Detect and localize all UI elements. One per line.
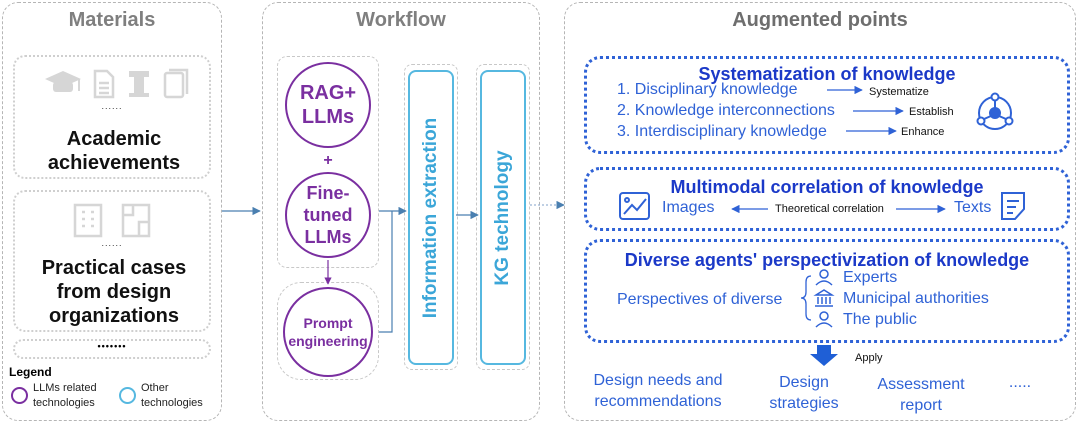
theoretical-correlation-label: Theoretical correlation — [775, 203, 884, 215]
practical-more-dots: ...... — [101, 238, 123, 248]
the-public-label: The public — [843, 311, 917, 328]
municipal-authorities-label: Municipal authorities — [843, 290, 989, 307]
design-strategies-output: Design strategies — [769, 374, 839, 412]
fine-tuned-llms-label: Fine-tuned LLMs — [303, 183, 353, 247]
podium-icon — [129, 71, 149, 97]
files-icon — [163, 68, 189, 99]
diverse-agents-box: Diverse agents' perspectivization of kno… — [584, 239, 1070, 343]
document-icon — [93, 69, 115, 99]
floor-plan-icon — [121, 203, 151, 238]
interdisciplinary-knowledge-item: 3. Interdisciplinary knowledge — [617, 123, 827, 140]
experts-label: Experts — [843, 269, 898, 286]
rag-llms-node: RAG+ LLMs — [285, 62, 371, 148]
plus-sign: + — [323, 152, 333, 169]
legend-other-swatch — [119, 387, 136, 404]
materials-panel: Materials ...... — [2, 2, 222, 421]
knowledge-interconnections-item: 2. Knowledge interconnections — [617, 102, 835, 119]
multimodal-box: Multimodal correlation of knowledge — [584, 167, 1070, 231]
texts-label: Texts — [954, 199, 992, 216]
fine-tuned-llms-node: Fine-tuned LLMs — [285, 172, 371, 258]
more-outputs-dots: ..... — [1008, 374, 1032, 391]
systematize-action: Systematize — [869, 86, 929, 98]
legend-other-label: Other technologies — [141, 382, 203, 409]
materials-title: Materials — [68, 9, 156, 31]
kg-technology-label: KG technology — [492, 149, 513, 286]
academic-achievements-label: Academic achievements — [47, 128, 181, 174]
workflow-title: Workflow — [356, 9, 446, 31]
graduation-cap-icon — [45, 71, 81, 92]
enhance-action: Enhance — [901, 126, 945, 138]
diverse-agents-title: Diverse agents' perspectivization of kno… — [624, 250, 1030, 270]
augmented-title: Augmented points — [732, 9, 908, 31]
design-needs-output: Design needs and recommendations — [593, 372, 723, 410]
info-group-box — [404, 64, 458, 370]
establish-action: Establish — [909, 106, 954, 118]
legend-llm-label: LLMs related technologies — [33, 382, 97, 409]
academic-box: ...... Academic achievements — [13, 55, 211, 179]
systematization-box: Systematization of knowledge — [584, 56, 1070, 154]
legend-title: Legend — [9, 365, 52, 379]
augmented-panel: Augmented points — [564, 2, 1076, 421]
academic-icons — [45, 68, 189, 99]
multimodal-title: Multimodal correlation of knowledge — [670, 177, 984, 197]
assessment-report-output: Assessment report — [877, 376, 965, 414]
academic-more-dots: ...... — [101, 101, 123, 111]
information-extraction-node: Information extraction — [408, 70, 454, 365]
images-label: Images — [662, 199, 715, 216]
kg-technology-node: KG technology — [480, 70, 526, 365]
practical-box: ...... Practical cases from design organ… — [13, 190, 211, 332]
prompt-engineering-node: Prompt engineering — [283, 287, 373, 377]
more-materials-box: ••••••• — [13, 339, 211, 359]
building-icon — [73, 203, 103, 238]
rag-llms-label: RAG+ LLMs — [299, 82, 357, 128]
practical-icons — [73, 203, 151, 238]
disciplinary-knowledge-item: 1. Disciplinary knowledge — [617, 81, 798, 98]
apply-label: Apply — [855, 352, 883, 364]
perspectives-of-diverse-label: Perspectives of diverse — [617, 291, 783, 308]
systematization-title: Systematization of knowledge — [698, 64, 956, 84]
workflow-panel: Workflow — [262, 2, 540, 421]
legend-llm-swatch — [11, 387, 28, 404]
practical-cases-label: Practical cases from design organization… — [41, 257, 187, 327]
information-extraction-label: Information extraction — [420, 117, 441, 318]
more-materials-dots: ••••••• — [97, 341, 127, 351]
prompt-engineering-label: Prompt engineering — [288, 315, 368, 349]
